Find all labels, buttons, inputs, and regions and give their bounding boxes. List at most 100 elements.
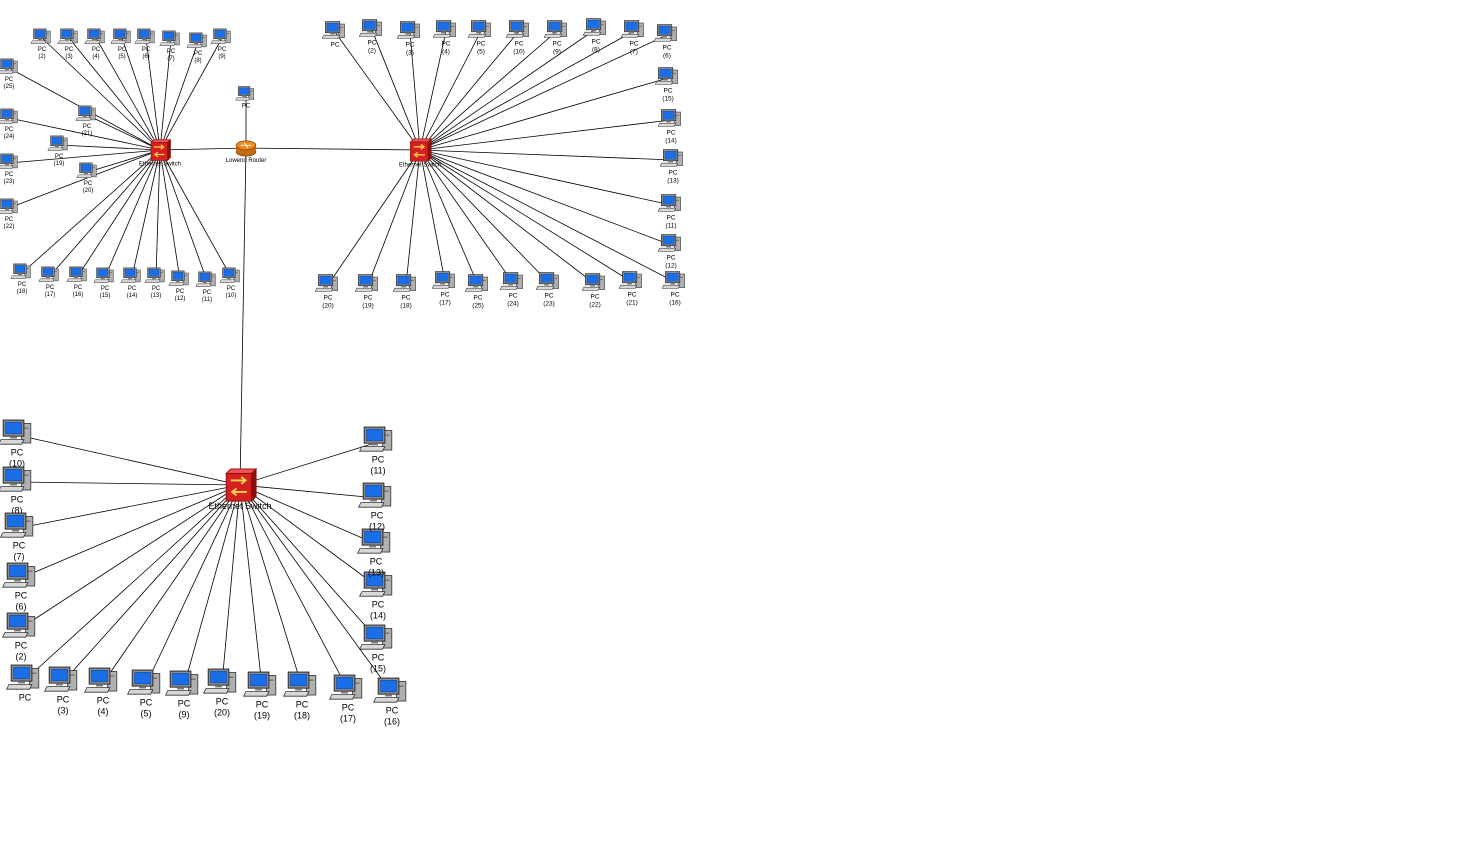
pc-icon[interactable] — [5, 664, 40, 690]
pc-icon[interactable] — [66, 266, 87, 282]
link-sw3-pc — [102, 484, 241, 684]
pc-icon[interactable] — [535, 272, 559, 290]
pc-icon[interactable] — [657, 194, 681, 212]
pc-icon[interactable] — [164, 670, 199, 696]
pc-icon[interactable] — [354, 274, 378, 292]
pc-label: PC — [670, 292, 679, 299]
pc-icon[interactable] — [93, 267, 114, 283]
pc-icon[interactable] — [43, 666, 78, 692]
pc-number-label: (3) — [65, 54, 72, 60]
pc-icon[interactable] — [210, 28, 231, 44]
pc-icon[interactable] — [84, 28, 105, 44]
pc-icon[interactable] — [0, 419, 32, 445]
pc-icon[interactable] — [321, 21, 345, 39]
pc-label: PC — [401, 295, 410, 302]
pc-number-label: (4) — [98, 706, 109, 716]
link-sw2-pc — [419, 149, 550, 284]
pc-icon[interactable] — [657, 109, 681, 127]
pc-icon[interactable] — [242, 671, 277, 697]
pc-number-label: (14) — [370, 610, 386, 620]
pc-icon[interactable] — [582, 18, 606, 36]
pc-icon[interactable] — [0, 58, 18, 74]
link-sw1-router — [159, 147, 247, 151]
pc-icon[interactable] — [654, 67, 678, 85]
pc-icon[interactable] — [219, 267, 240, 283]
pc-icon[interactable] — [134, 28, 155, 44]
pc-icon[interactable] — [1, 562, 36, 588]
link-sw2-pc — [419, 149, 672, 206]
pc-number-label: (6) — [663, 52, 671, 59]
pc-number-label: (15) — [370, 663, 386, 673]
pc-icon[interactable] — [661, 271, 685, 289]
pc-icon[interactable] — [159, 30, 180, 46]
pc-icon[interactable] — [186, 32, 207, 48]
pc-icon[interactable] — [1, 612, 36, 638]
pc-icon[interactable] — [358, 624, 393, 650]
pc-icon[interactable] — [653, 24, 677, 42]
pc-icon[interactable] — [358, 426, 393, 452]
pc-icon[interactable] — [0, 153, 18, 169]
pc-icon[interactable] — [432, 20, 456, 38]
pc-label: PC — [296, 700, 309, 710]
pc-number-label: (8) — [194, 58, 201, 64]
pc-icon[interactable] — [372, 677, 407, 703]
pc-icon[interactable] — [618, 271, 642, 289]
link-sw3-pc — [239, 484, 303, 688]
link-sw1-pc — [58, 144, 161, 151]
pc-icon[interactable] — [282, 671, 317, 697]
pc-icon[interactable] — [464, 274, 488, 292]
pc-icon[interactable] — [10, 263, 31, 279]
pc-icon[interactable] — [358, 19, 382, 37]
pc-icon[interactable] — [431, 271, 455, 289]
pc-icon[interactable] — [581, 273, 605, 291]
pc-icon[interactable] — [126, 669, 161, 695]
pc-icon[interactable] — [314, 274, 338, 292]
pc-icon[interactable] — [659, 149, 683, 167]
pc-icon[interactable] — [47, 135, 68, 151]
pc-icon[interactable] — [75, 105, 96, 121]
pc-icon[interactable] — [0, 512, 34, 538]
pc-icon[interactable] — [499, 272, 523, 290]
router-icon[interactable] — [235, 140, 257, 157]
pc-icon[interactable] — [195, 271, 216, 287]
pc-label: PC — [19, 693, 32, 703]
pc-icon[interactable] — [357, 482, 392, 508]
pc-icon[interactable] — [0, 198, 18, 214]
pc-icon[interactable] — [392, 274, 416, 292]
pc-icon[interactable] — [202, 668, 237, 694]
pc-icon[interactable] — [38, 266, 59, 282]
pc-icon[interactable] — [144, 267, 165, 283]
pc-icon[interactable] — [76, 162, 97, 178]
pc-icon[interactable] — [543, 20, 567, 38]
pc-icon[interactable] — [505, 20, 529, 38]
pc-icon[interactable] — [657, 234, 681, 252]
pc-icon[interactable] — [168, 270, 189, 286]
pc-icon[interactable] — [396, 21, 420, 39]
pc-icon[interactable] — [120, 267, 141, 283]
pc-label: PC — [55, 154, 64, 160]
pc-label: PC — [92, 47, 101, 53]
link-sw3-pc — [24, 484, 241, 681]
pc-icon[interactable] — [356, 528, 391, 554]
pc-icon[interactable] — [235, 86, 255, 101]
pc-icon[interactable] — [328, 674, 363, 700]
link-sw3-pc — [239, 484, 349, 691]
pc-icon[interactable] — [57, 28, 78, 44]
ethernet-switch-icon[interactable] — [409, 138, 432, 162]
pc-label: PC — [666, 215, 675, 222]
link-sw2-pc — [371, 29, 421, 151]
pc-icon[interactable] — [83, 667, 118, 693]
pc-icon[interactable] — [30, 28, 51, 44]
pc-label: PC — [97, 696, 110, 706]
pc-icon[interactable] — [358, 571, 393, 597]
pc-icon[interactable] — [467, 20, 491, 38]
pc-icon[interactable] — [0, 466, 32, 492]
pc-icon[interactable] — [110, 28, 131, 44]
pc-number-label: (15) — [100, 293, 111, 299]
pc-label: PC — [5, 172, 14, 178]
pc-icon[interactable] — [0, 108, 18, 124]
ethernet-switch-icon[interactable] — [225, 467, 258, 503]
pc-icon[interactable] — [620, 20, 644, 38]
ethernet-switch-icon[interactable] — [150, 138, 172, 162]
